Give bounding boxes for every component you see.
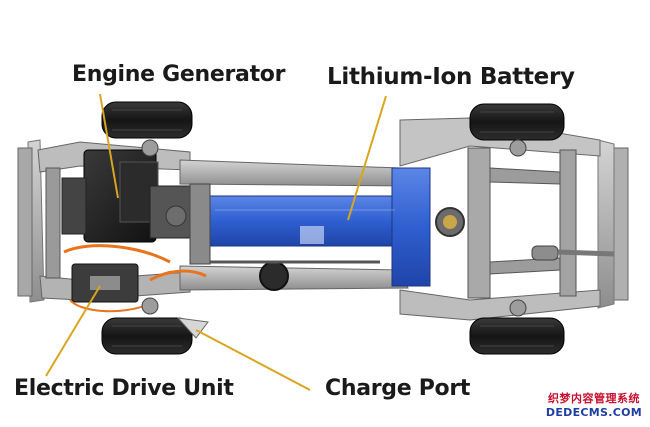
lithium-ion-battery-label: Lithium-Ion Battery bbox=[327, 64, 575, 90]
rear-subframe bbox=[435, 147, 615, 299]
lithium-ion-battery-pack bbox=[209, 167, 431, 287]
front-bumper bbox=[17, 139, 45, 303]
side-rails bbox=[179, 117, 601, 321]
wheel-hubs bbox=[141, 139, 527, 317]
engine-generator-block bbox=[61, 149, 191, 243]
electric-drive-unit bbox=[63, 244, 207, 313]
engine-generator-label: Engine Generator bbox=[72, 62, 286, 87]
leader-electric-drive-unit bbox=[45, 285, 101, 377]
leader-lines bbox=[45, 93, 387, 391]
leader-battery bbox=[347, 95, 387, 221]
rear-bumper bbox=[597, 139, 629, 309]
watermark-line-2: DEDECMS.COM bbox=[545, 406, 642, 419]
electric-drive-unit-label: Electric Drive Unit bbox=[14, 376, 234, 401]
rear-right-tire bbox=[469, 317, 565, 355]
rear-left-tire bbox=[469, 103, 565, 141]
front-left-tire bbox=[101, 101, 193, 139]
watermark: 织梦内容管理系统 DEDECMS.COM bbox=[546, 390, 642, 419]
charge-port-label: Charge Port bbox=[325, 376, 471, 401]
front-right-tire bbox=[101, 317, 193, 355]
charge-port bbox=[176, 317, 209, 339]
leader-charge-port bbox=[195, 329, 311, 391]
leader-engine-generator bbox=[99, 93, 119, 199]
watermark-line-1: 织梦内容管理系统 bbox=[547, 392, 640, 405]
center-components bbox=[189, 183, 380, 291]
